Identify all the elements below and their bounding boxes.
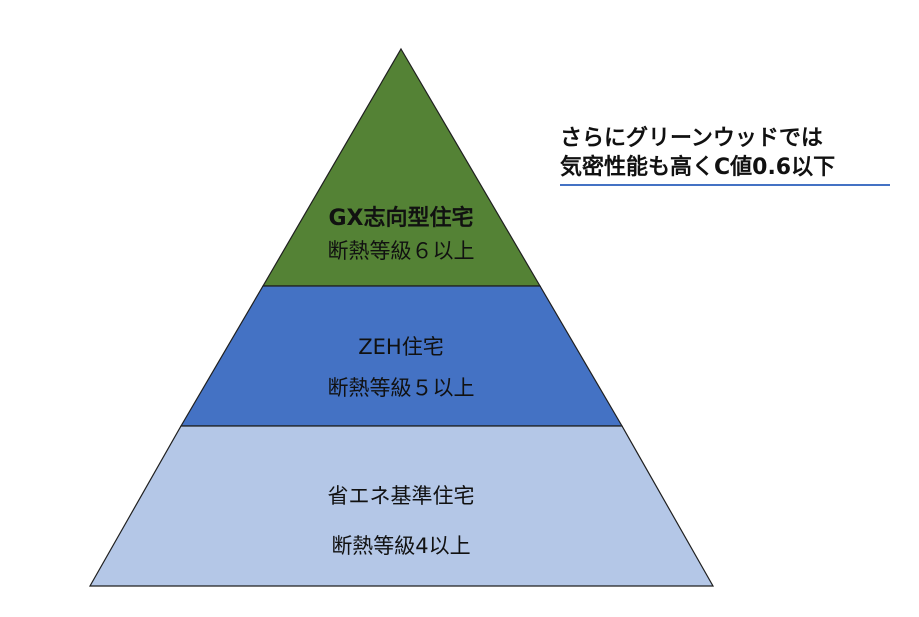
tier-middle-title: ZEH住宅 [358, 335, 444, 359]
tier-base-title: 省エネ基準住宅 [327, 484, 475, 508]
pyramid-tier-base [88, 425, 715, 587]
callout-underline [560, 184, 890, 186]
callout-line-1: さらにグリーンウッドでは [560, 126, 823, 151]
tier-top-title: GX志向型住宅 [328, 206, 474, 231]
tier-middle-subtitle: 断熱等級５以上 [327, 376, 475, 400]
tier-top-subtitle: 断熱等級６以上 [327, 239, 475, 263]
tier-base-subtitle: 断熱等級4以上 [331, 534, 471, 558]
callout-line-2: 気密性能も高くC値0.6以下 [560, 155, 836, 180]
callout-note: さらにグリーンウッドでは 気密性能も高くC値0.6以下 [560, 124, 890, 186]
